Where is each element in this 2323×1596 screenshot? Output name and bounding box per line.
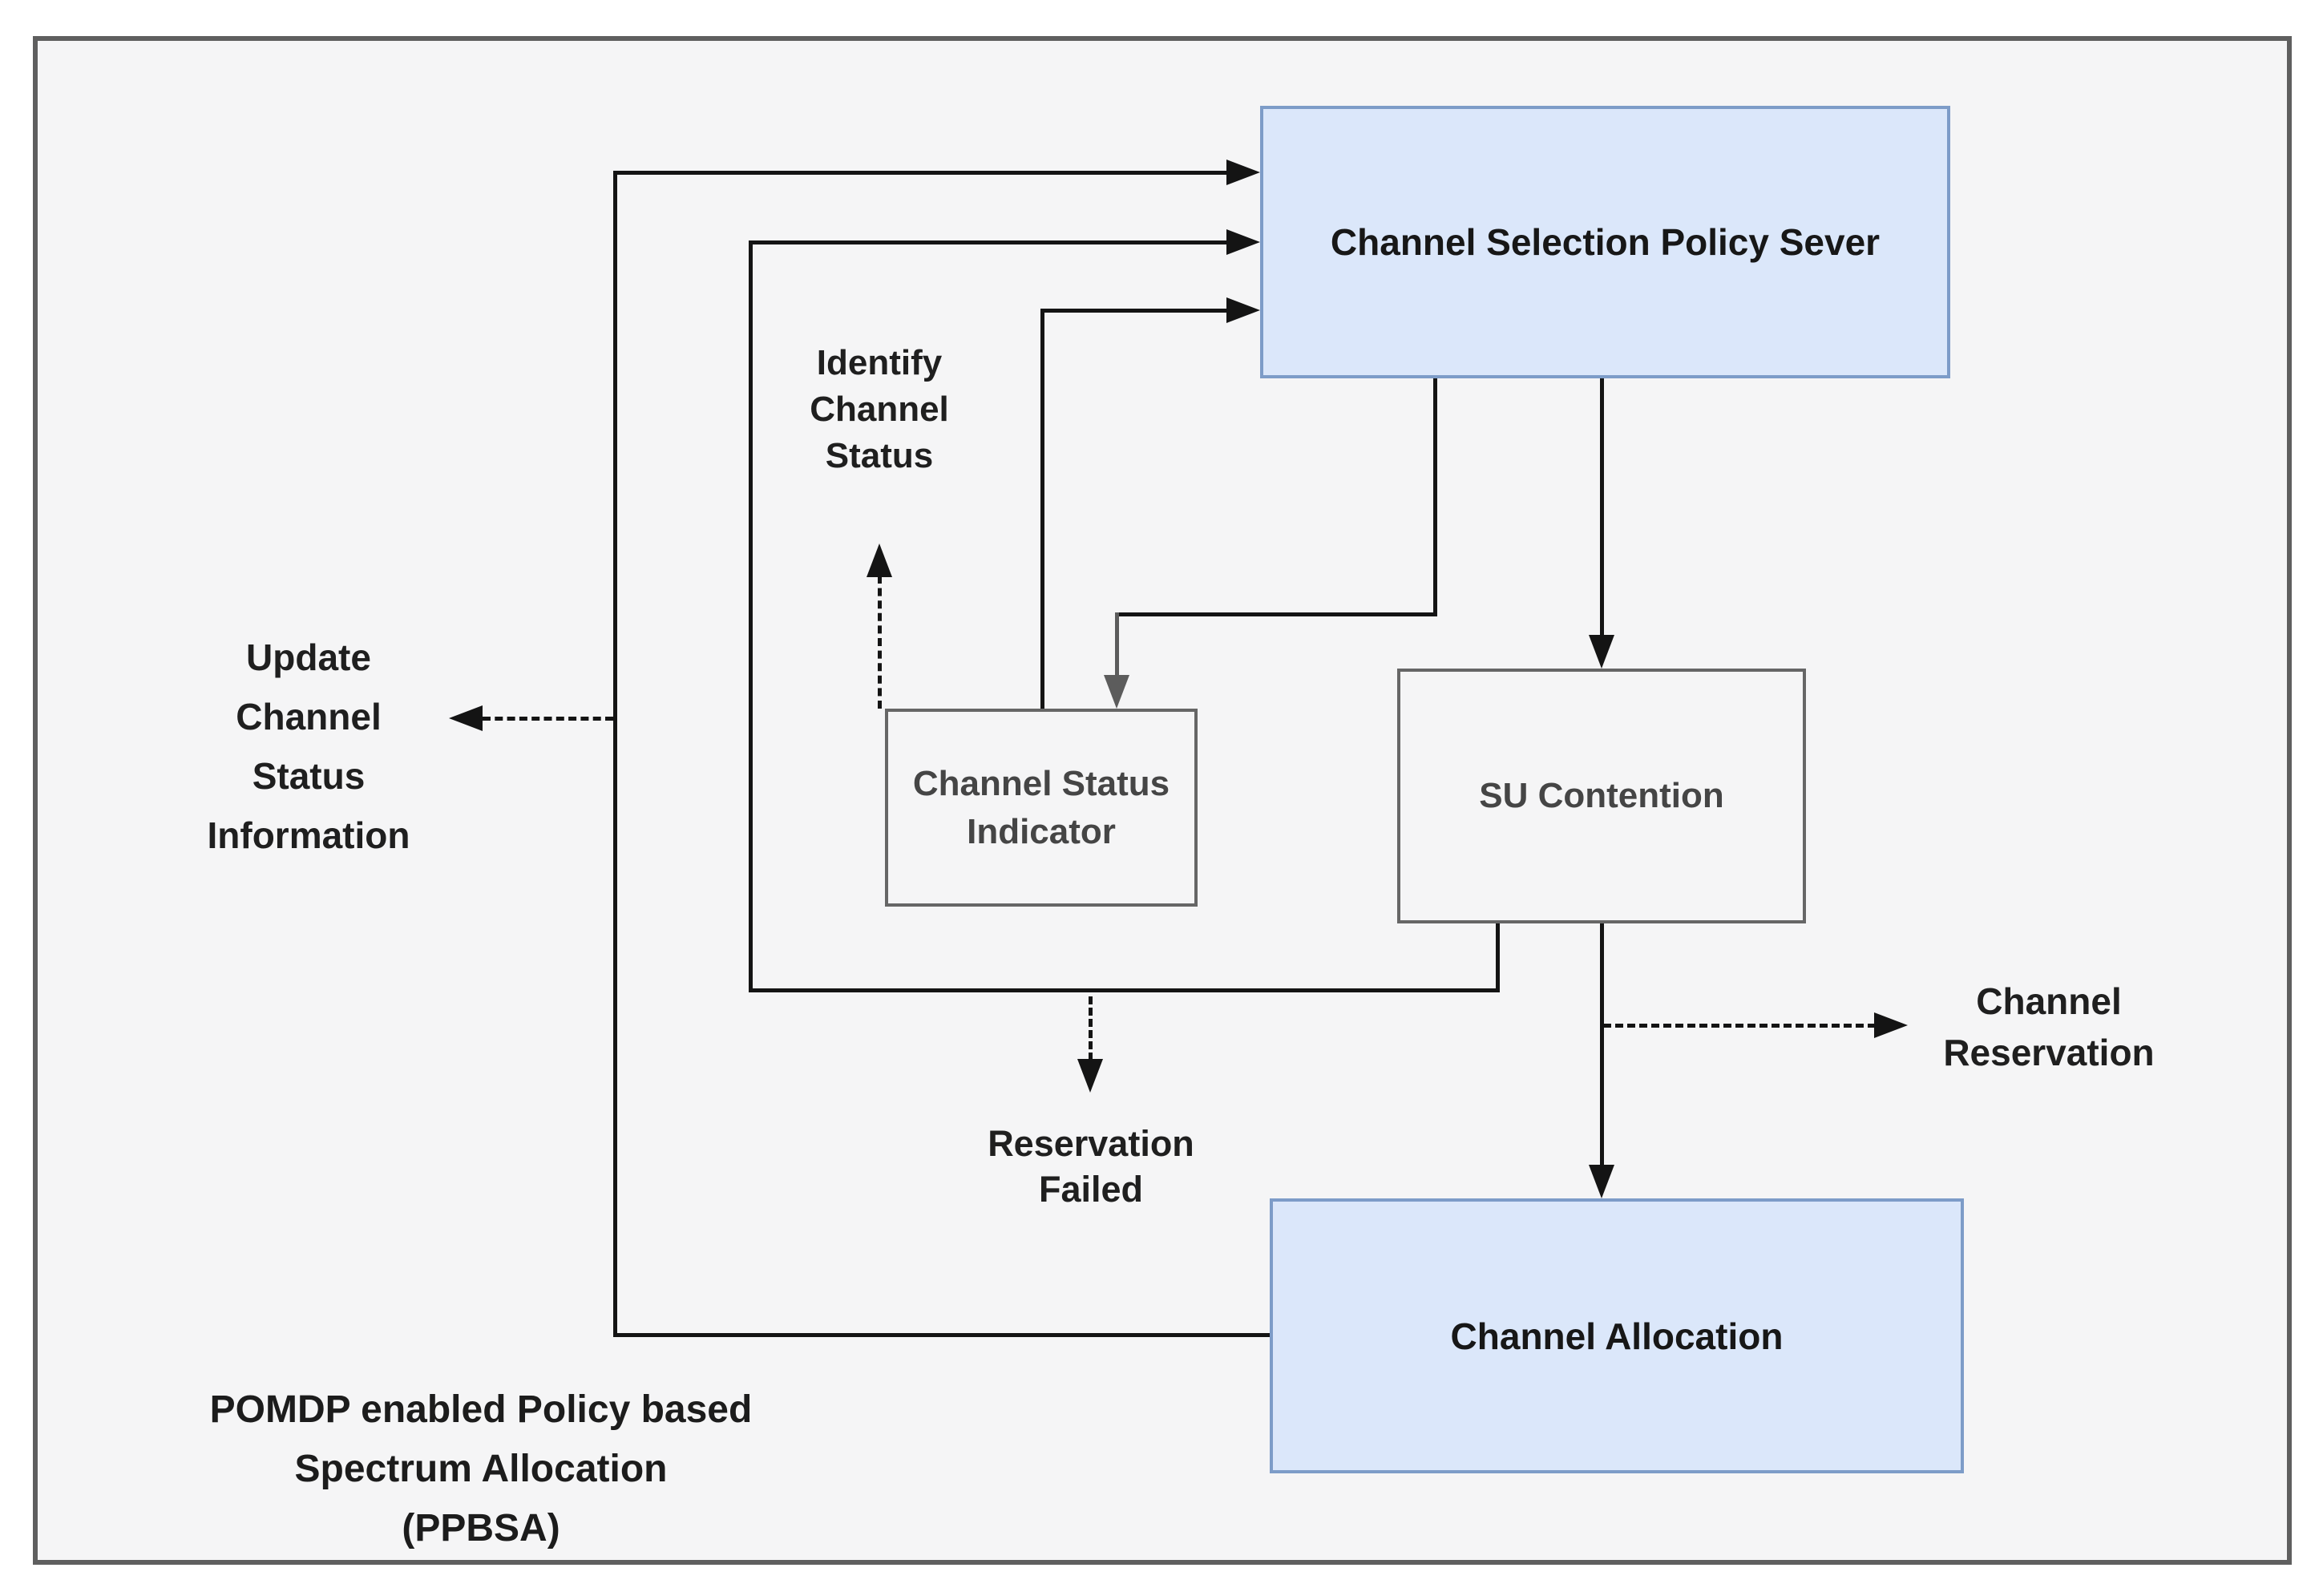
label-reservation-failed: Reservation Failed	[988, 1123, 1194, 1210]
connector-allocation-feedback-h2	[613, 171, 1228, 175]
node-label-line: Indicator	[967, 811, 1116, 851]
connector-indicator-loop-v	[1040, 310, 1044, 709]
connector-allocation-feedback-v	[613, 172, 617, 1337]
node-channel-selection-policy-server: Channel Selection Policy Sever	[1260, 106, 1950, 378]
connector-allocation-feedback-h1	[613, 1333, 1270, 1337]
connector-su-to-allocation	[1600, 922, 1604, 1166]
arrowhead-into-policy-server-2	[1226, 229, 1260, 255]
arrowhead-channel-reservation	[1874, 1012, 1908, 1038]
arrowhead-into-allocation	[1589, 1165, 1614, 1198]
connector-policy-to-su	[1600, 378, 1604, 636]
node-su-contention: SU Contention	[1397, 669, 1806, 923]
arrowhead-into-policy-server-3	[1226, 297, 1260, 323]
arrowhead-into-indicator	[1104, 675, 1129, 709]
node-label: SU Contention	[1479, 776, 1724, 815]
diagram-caption: POMDP enabled Policy based Spectrum Allo…	[209, 1388, 753, 1550]
arrowhead-into-policy-server-1	[1226, 160, 1260, 185]
connector-su-loop-h2	[749, 240, 1228, 244]
dashed-reservation-failed	[1089, 996, 1093, 1061]
connector-policy-to-indicator-v1	[1433, 378, 1437, 616]
dashed-channel-reservation	[1603, 1024, 1876, 1028]
connector-policy-to-indicator-h	[1115, 612, 1437, 616]
node-label-line: Channel Status	[912, 763, 1170, 803]
label-identify-channel-status: Identify Channel Status	[810, 343, 949, 475]
connector-su-loop-v1	[1496, 922, 1500, 992]
connector-policy-to-indicator-v2	[1115, 612, 1119, 678]
node-label: Channel Allocation	[1450, 1315, 1784, 1357]
connector-indicator-loop-h	[1040, 309, 1228, 313]
label-update-channel-status-information: Update Channel Status Information	[207, 636, 410, 856]
connector-su-loop-v2	[749, 242, 753, 992]
arrowhead-reservation-failed	[1077, 1059, 1103, 1093]
arrowhead-update-status	[449, 705, 483, 731]
connector-su-loop-h1	[749, 988, 1500, 992]
arrowhead-into-su-contention	[1589, 635, 1614, 669]
dashed-identify-status	[878, 576, 882, 709]
node-channel-allocation: Channel Allocation	[1270, 1198, 1964, 1473]
dashed-update-status	[483, 717, 613, 721]
label-channel-reservation: Channel Reservation	[1943, 980, 2155, 1073]
node-channel-status-indicator: Channel Status Indicator	[885, 709, 1198, 907]
arrowhead-identify-status	[867, 543, 892, 577]
node-label: Channel Selection Policy Sever	[1330, 221, 1881, 263]
